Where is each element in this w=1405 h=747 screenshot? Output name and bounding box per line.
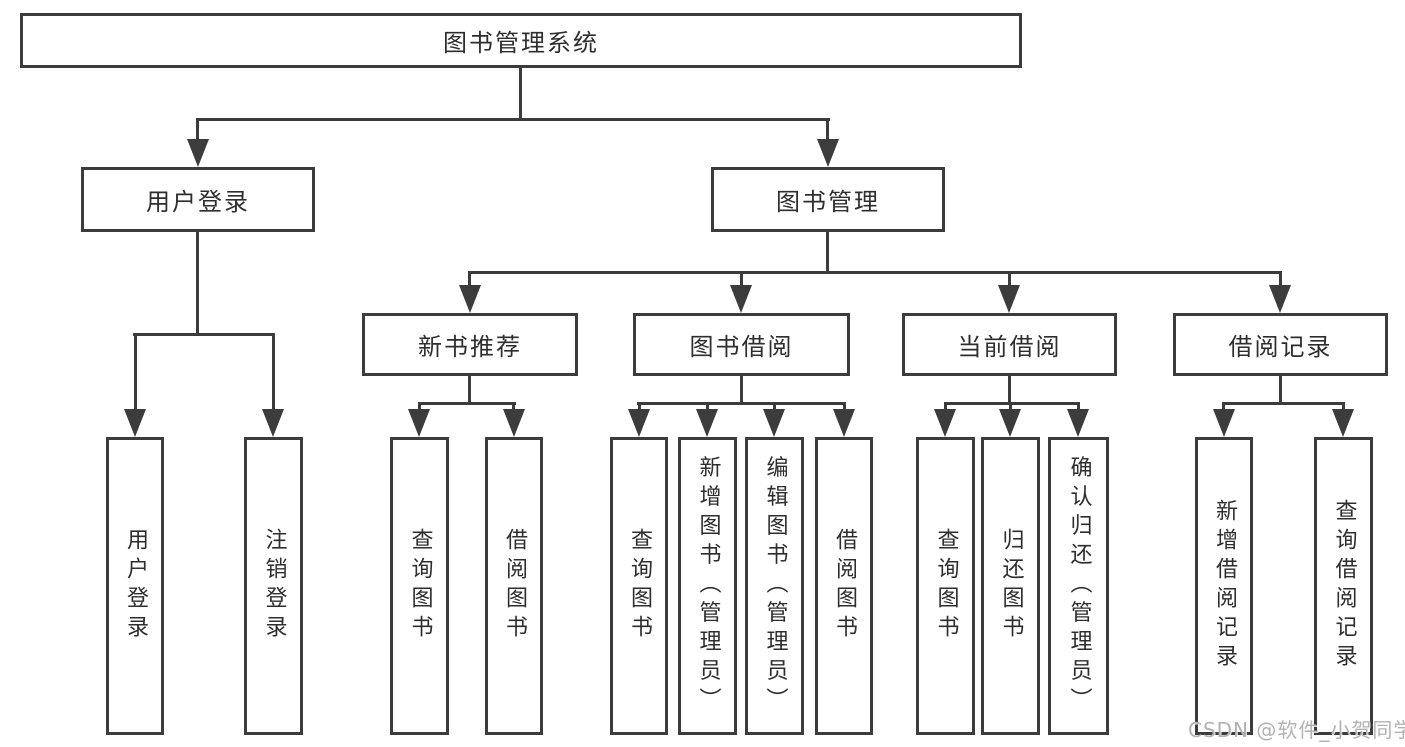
connector-line — [1008, 376, 1011, 405]
leaf-label: 注销登录 — [261, 528, 287, 644]
connector-line — [1342, 402, 1345, 411]
arrow-down-icon — [833, 409, 855, 437]
leaf-label: 新增图书（管理员） — [695, 455, 721, 717]
leaf-query-books-borrow: 查询图书 — [610, 437, 668, 735]
arrow-down-icon — [503, 409, 525, 437]
arrow-down-icon — [124, 409, 146, 437]
leaf-label: 借阅图书 — [502, 528, 527, 644]
connector-line — [826, 232, 829, 274]
connector-line — [1222, 402, 1225, 411]
connector-line — [1222, 402, 1345, 405]
arrow-down-icon — [1332, 409, 1354, 437]
leaf-label: 编辑图书（管理员） — [762, 455, 788, 717]
connector-line — [843, 402, 846, 411]
connector-line — [134, 333, 137, 411]
arrow-down-icon — [408, 409, 430, 437]
leaf-label: 查询借阅记录 — [1331, 499, 1357, 673]
leaf-label: 归还图书 — [998, 528, 1024, 644]
leaf-add-book-admin: 新增图书（管理员） — [678, 437, 737, 735]
connector-line — [468, 376, 471, 405]
node-user-login: 用户登录 — [81, 167, 315, 232]
leaf-logout: 注销登录 — [244, 437, 303, 735]
arrow-down-icon — [1213, 409, 1235, 437]
connector-line — [1279, 376, 1282, 405]
leaf-label: 查询图书 — [933, 528, 959, 644]
connector-line — [944, 402, 1080, 405]
leaf-label: 借阅图书 — [832, 528, 857, 644]
connector-line — [706, 402, 709, 411]
connector-line — [272, 333, 275, 411]
node-book-borrow: 图书借阅 — [633, 313, 850, 376]
leaf-add-borrow-record: 新增借阅记录 — [1195, 437, 1253, 735]
connector-line — [773, 402, 776, 411]
arrow-down-icon — [1067, 409, 1089, 437]
leaf-return-book: 归还图书 — [981, 437, 1040, 735]
leaf-query-borrow-record: 查询借阅记录 — [1314, 437, 1373, 735]
arrow-down-icon — [1269, 285, 1291, 313]
watermark: CSDN @软件_小贺同学 — [1188, 718, 1405, 742]
connector-line — [418, 402, 421, 411]
node-root: 图书管理系统 — [20, 13, 1022, 68]
node-book-management: 图书管理 — [711, 167, 945, 232]
connector-line — [196, 118, 199, 142]
connector-line — [196, 118, 830, 121]
leaf-query-books-current: 查询图书 — [916, 437, 975, 735]
connector-line — [740, 271, 743, 287]
arrow-down-icon — [262, 409, 284, 437]
leaf-query-books-recommend: 查询图书 — [390, 437, 449, 735]
arrow-down-icon — [817, 139, 839, 167]
leaf-label: 查询图书 — [627, 528, 652, 644]
connector-line — [1279, 271, 1282, 287]
leaf-borrow-books: 借阅图书 — [815, 437, 873, 735]
connector-line — [519, 68, 522, 121]
connector-line — [1008, 271, 1011, 287]
leaf-label: 新增借阅记录 — [1212, 499, 1237, 673]
arrow-down-icon — [999, 409, 1021, 437]
connector-line — [637, 402, 845, 405]
arrow-down-icon — [763, 409, 785, 437]
arrow-down-icon — [998, 285, 1020, 313]
node-current-borrow: 当前借阅 — [902, 313, 1117, 376]
leaf-confirm-return-admin: 确认归还（管理员） — [1048, 437, 1109, 735]
leaf-label: 查询图书 — [407, 528, 433, 644]
leaf-label: 用户登录 — [123, 528, 148, 644]
leaf-user-login: 用户登录 — [106, 437, 164, 735]
connector-line — [826, 118, 829, 142]
connector-line — [1077, 402, 1080, 411]
arrow-down-icon — [628, 409, 650, 437]
connector-line — [468, 271, 471, 287]
node-new-book-recommend: 新书推荐 — [362, 313, 578, 376]
connector-line — [133, 333, 275, 336]
connector-line — [1009, 402, 1012, 411]
arrow-down-icon — [696, 409, 718, 437]
connector-line — [740, 376, 743, 405]
arrow-down-icon — [459, 285, 481, 313]
connector-line — [418, 402, 516, 405]
node-borrow-records: 借阅记录 — [1173, 313, 1388, 376]
connector-line — [196, 232, 199, 336]
connector-line — [512, 402, 515, 411]
leaf-edit-book-admin: 编辑图书（管理员） — [745, 437, 804, 735]
arrow-down-icon — [934, 409, 956, 437]
leaf-label: 确认归还（管理员） — [1066, 455, 1092, 717]
arrow-down-icon — [187, 139, 209, 167]
connector-line — [944, 402, 947, 411]
connector-line — [468, 271, 1282, 274]
leaf-borrow-books-recommend: 借阅图书 — [485, 437, 543, 735]
arrow-down-icon — [730, 285, 752, 313]
connector-line — [638, 402, 641, 411]
